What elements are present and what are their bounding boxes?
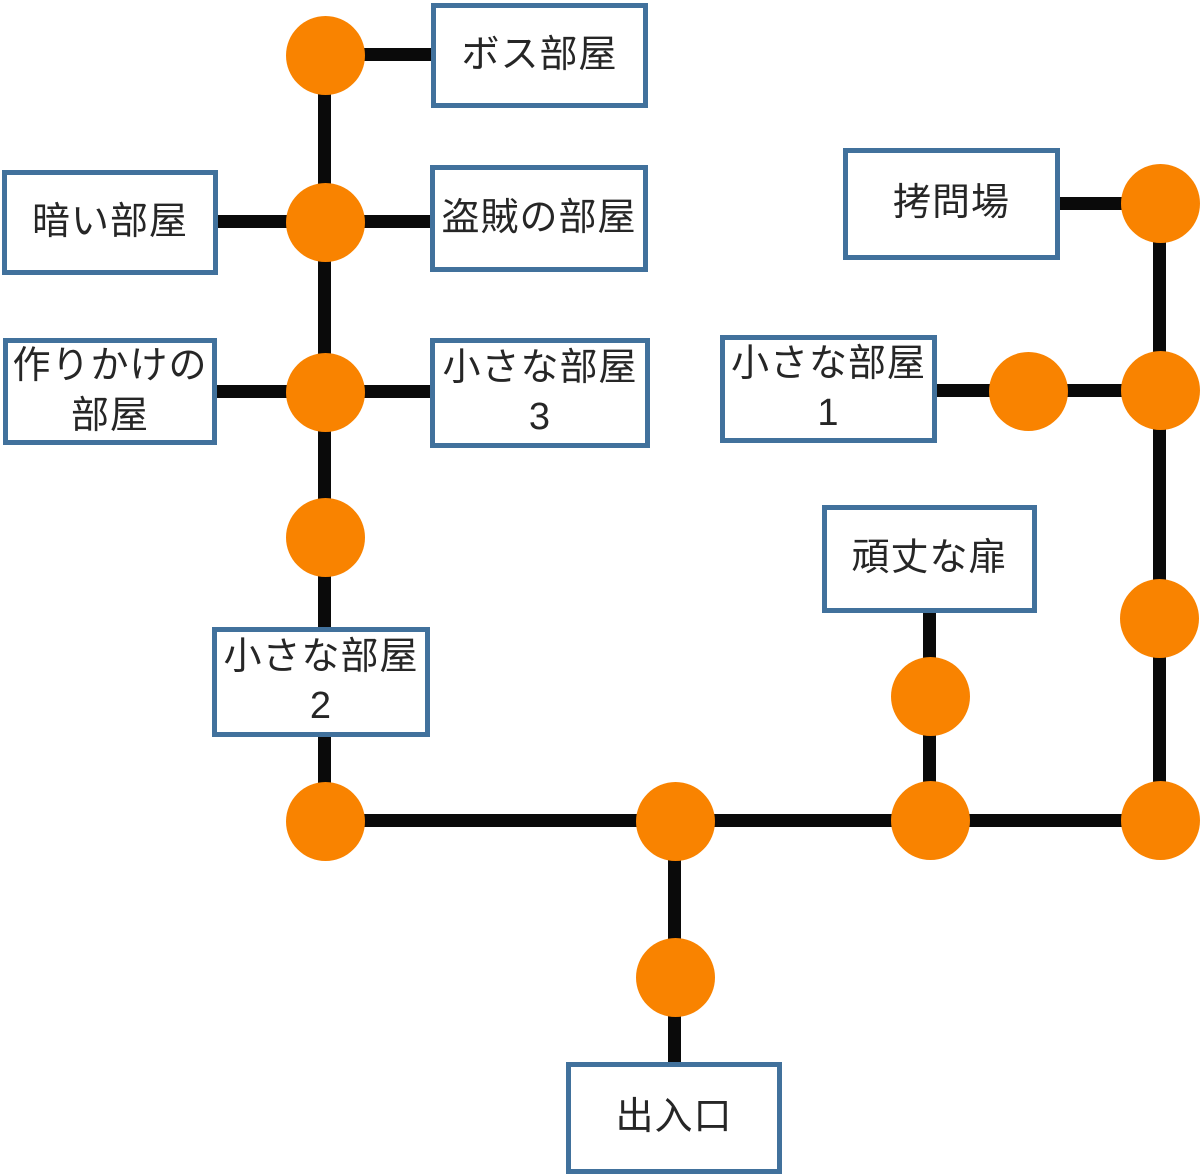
room-box-small-room-2: 小さな部屋2 <box>212 627 430 737</box>
room-box-torture-chamber: 拷問場 <box>843 148 1060 260</box>
room-box-entrance: 出入口 <box>566 1062 782 1174</box>
room-box-small-room-3: 小さな部屋3 <box>430 338 650 448</box>
room-label-boss-room: ボス部屋 <box>461 33 618 76</box>
map-node-n-sturdy-bottom <box>890 780 970 860</box>
room-box-small-room-1: 小さな部屋1 <box>720 335 937 443</box>
room-label-sturdy-door: 頑丈な扉 <box>851 537 1008 580</box>
room-label-small-room-2: 小さな部屋2 <box>223 635 419 727</box>
map-node-n-sturdy-mid <box>890 656 970 736</box>
corridor-edge-e-right-column <box>1153 203 1166 820</box>
room-box-unfinished-room: 作りかけの 部屋 <box>3 338 217 445</box>
map-node-n-dark-junction <box>285 182 365 262</box>
room-box-thief-room: 盗賊の部屋 <box>430 165 648 272</box>
room-label-torture-chamber: 拷問場 <box>892 182 1010 225</box>
room-box-dark-room: 暗い部屋 <box>2 170 218 275</box>
map-node-n-right-corridor <box>1119 578 1199 658</box>
map-node-n-bottom-right <box>1120 780 1200 860</box>
room-box-boss-room: ボス部屋 <box>431 3 648 108</box>
room-label-dark-room: 暗い部屋 <box>31 200 188 243</box>
map-node-n-entrance-corridor <box>635 937 715 1017</box>
map-node-n-boss-junction <box>285 15 365 95</box>
room-label-unfinished-room: 作りかけの 部屋 <box>12 345 208 437</box>
map-node-n-unfinished-junction <box>285 352 365 432</box>
map-node-n-torture-junction <box>1120 163 1200 243</box>
map-node-n-right-junction <box>1120 350 1200 430</box>
map-node-n-small1-corridor <box>988 351 1068 431</box>
room-label-small-room-3: 小さな部屋3 <box>442 346 638 438</box>
room-box-sturdy-door: 頑丈な扉 <box>822 505 1037 613</box>
map-node-n-bottom-center <box>635 781 715 861</box>
corridor-edge-e-bottom-corridor <box>325 814 1160 827</box>
map-node-n-left-corridor <box>285 497 365 577</box>
room-label-entrance: 出入口 <box>615 1096 733 1139</box>
map-node-n-bottom-left <box>285 781 365 861</box>
room-label-thief-room: 盗賊の部屋 <box>441 196 637 239</box>
room-label-small-room-1: 小さな部屋1 <box>730 342 926 434</box>
